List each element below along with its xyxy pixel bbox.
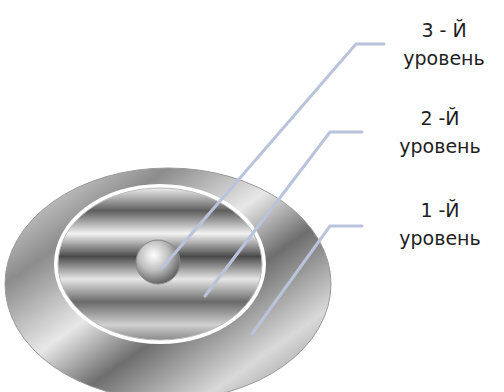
level-label: 1 -Й уровень xyxy=(388,196,492,252)
level-label: 3 - Й уровень xyxy=(392,16,496,72)
level-label: 2 -Й уровень xyxy=(388,104,492,160)
